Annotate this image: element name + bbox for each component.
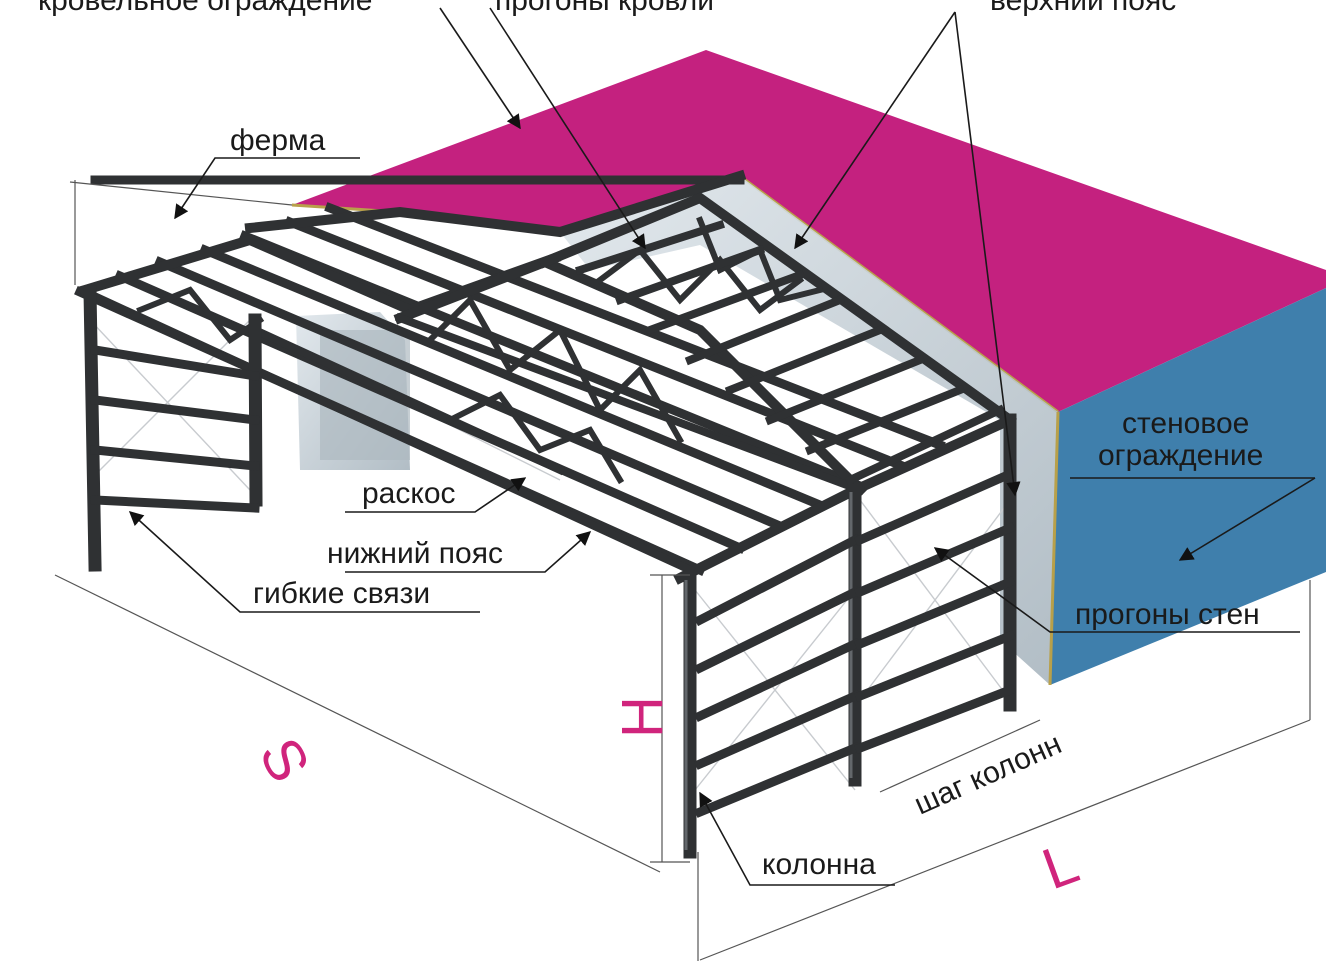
label-wall-purlins: прогоны стен xyxy=(1075,598,1260,631)
dimension-lines xyxy=(54,180,1311,961)
wall-cladding-panel xyxy=(1050,288,1326,685)
label-wall-cladding-line1: стеновое xyxy=(1122,407,1249,440)
dimension-height-label: H xyxy=(610,696,675,738)
callout-leaders xyxy=(128,7,1316,886)
wall-cladding-edge xyxy=(1048,411,1060,686)
label-flexible-bracing: гибкие связи xyxy=(253,577,430,610)
label-wall-cladding-line2: ограждение xyxy=(1098,439,1263,472)
label-bottom-chord: нижний пояс xyxy=(327,537,503,570)
label-roof-purlins: прогоны кровли xyxy=(495,0,714,17)
label-diagonal: раскос xyxy=(362,477,456,510)
dimension-span-label: S xyxy=(247,728,323,793)
dimension-length-label: L xyxy=(1034,830,1087,902)
label-column: колонна xyxy=(762,848,876,881)
label-roof-cladding: кровельное ограждение xyxy=(38,0,372,17)
steel-frame xyxy=(74,169,1017,859)
label-truss: ферма xyxy=(230,124,326,157)
label-top-chord: верхний пояс xyxy=(990,0,1176,17)
label-column-pitch: шаг колонн xyxy=(909,727,1066,821)
roof-cladding-panel xyxy=(292,50,1326,412)
